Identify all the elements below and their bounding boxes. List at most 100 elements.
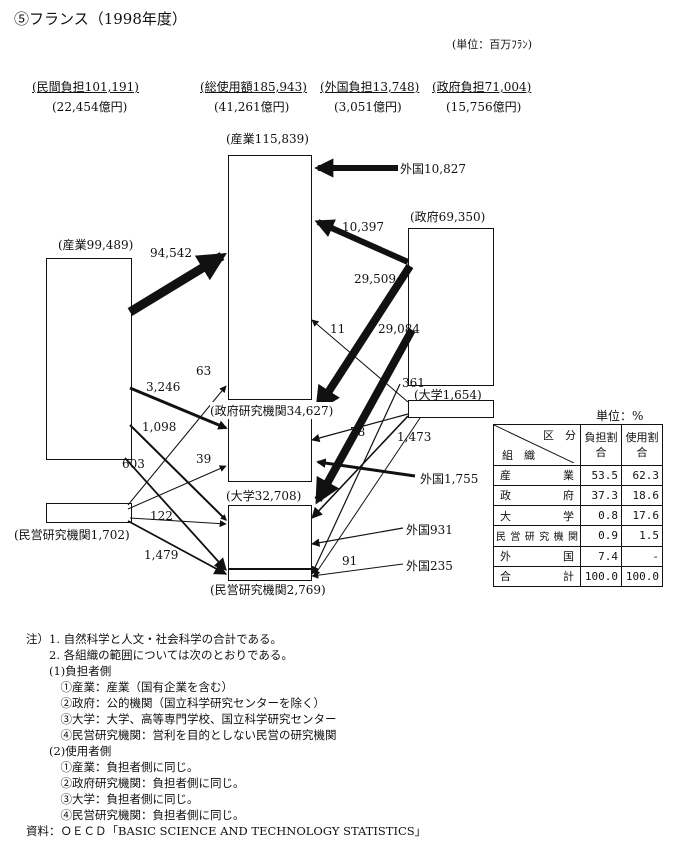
header-government-label: (政府負担71,004) — [432, 80, 532, 94]
flow-label-ind-to-ind: 94,542 — [150, 246, 192, 260]
flow-label-univ-to-univ: 1,473 — [397, 430, 432, 444]
box-industry-user — [228, 155, 312, 400]
arrow-univ-to-priv — [313, 417, 421, 577]
label-industry-user: (産業115,839) — [226, 132, 309, 146]
row-burden: 53.5 — [580, 464, 622, 486]
label-government-funder: (政府69,350) — [410, 210, 486, 224]
arrow-priv-to-ind — [127, 385, 227, 506]
box-university-user — [228, 505, 312, 569]
flow-label-ind-to-gov: 3,246 — [146, 380, 181, 394]
table-row-total: 合計 100.0 100.0 — [493, 565, 663, 588]
note-line: (2)使用者側 — [26, 744, 112, 758]
share-table: 区 分 組 織 負担割合 使用割合 産業 53.5 62.3 政府 37.3 1… — [493, 424, 663, 588]
flow-label-gov-to-univ: 29,084 — [378, 322, 420, 336]
arrow-univ-to-ind — [311, 319, 409, 403]
note-line: (1)負担者側 — [26, 664, 112, 678]
arrow-gov-to-ind — [314, 219, 410, 265]
arrow-gov-to-univ — [314, 328, 416, 505]
table-row: 政府 37.3 18.6 — [493, 484, 663, 507]
box-industry-funder — [46, 258, 132, 460]
flow-label-univ-to-priv: 91 — [342, 554, 358, 568]
corner-header-top: 区 分 — [543, 429, 576, 442]
arrow-univ-to-govinst — [311, 413, 409, 443]
flow-label-priv-to-priv: 1,479 — [144, 548, 179, 562]
arrow-gov-to-govinst — [314, 263, 414, 413]
label-gov-inst-user: (政府研究機関34,627) — [210, 402, 334, 419]
arrow-priv-to-univ — [129, 517, 227, 528]
box-government-funder — [408, 228, 494, 386]
row-use: 17.6 — [621, 504, 663, 527]
note-line: ②政府：公的機関（国立科学研究センターを除く） — [26, 696, 325, 710]
note-line: 注）1. 自然科学と人文・社会科学の合計である。 — [26, 632, 283, 646]
flow-label-priv-to-ind: 63 — [196, 364, 212, 378]
source-line: 資料：ＯＥＣＤ「BASIC SCIENCE AND TECHNOLOGY STA… — [26, 824, 427, 838]
label-private-inst-user: (民営研究機関2,769) — [210, 583, 326, 597]
label-industry-funder: (産業99,489) — [58, 238, 134, 252]
flow-label-priv-to-gov: 39 — [196, 452, 212, 466]
header-foreign-sub: (3,051億円) — [334, 100, 402, 114]
total-label: 合計 — [493, 565, 581, 588]
row-use: 1.5 — [621, 525, 663, 547]
row-burden: 37.3 — [580, 484, 622, 507]
arrow-ind-to-govinst — [129, 386, 228, 430]
flow-label-univ-to-gov: 78 — [350, 425, 366, 439]
row-label: 産業 — [493, 464, 581, 486]
box-university-funder — [408, 400, 494, 418]
row-use: 18.6 — [621, 484, 663, 507]
header-private-sub: (22,454億円) — [52, 100, 128, 114]
header-private-label: (民間負担101,191) — [32, 80, 139, 94]
header-total-label: (総使用額185,943) — [200, 80, 307, 94]
unit-label: (単位：百万ﾌﾗﾝ) — [452, 38, 533, 51]
arrow-ind-to-univ — [129, 424, 227, 521]
page-title: ⑤フランス（1998年度） — [14, 10, 187, 28]
share-table-unit: 単位：% — [596, 409, 644, 423]
row-label: 民営研究機関 — [493, 525, 581, 547]
corner-header-bottom: 組 織 — [502, 448, 535, 462]
notes: 注）1. 自然科学と人文・社会科学の合計である。 2. 各組織の範囲については次… — [26, 631, 426, 839]
header-government-sub: (15,756億円) — [446, 100, 522, 114]
table-row: 大学 0.8 17.6 — [493, 504, 663, 527]
table-row: 民営研究機関 0.9 1.5 — [493, 525, 663, 547]
arrow-priv-to-govinst — [127, 465, 227, 510]
flow-label-priv-to-univ: 122 — [150, 509, 173, 523]
row-label: 大学 — [493, 504, 581, 527]
note-line: ③大学：大学、高等専門学校、国立科学研究センター — [26, 712, 337, 726]
note-line: ④民営研究機関：負担者側に同じ。 — [26, 808, 245, 822]
box-private-inst-funder — [46, 503, 132, 523]
note-line: ①産業：負担者側に同じ。 — [26, 760, 199, 774]
label-foreign-private: 外国235 — [406, 559, 453, 573]
label-university-user: (大学32,708) — [226, 487, 302, 504]
arrow-priv-to-priv — [127, 520, 228, 575]
flow-label-govf-to-priv: 361 — [402, 376, 425, 390]
header-foreign-label: (外国負担13,748) — [320, 80, 420, 94]
arrow-ind-to-priv — [124, 457, 227, 571]
flow-label-ind-to-univ: 1,098 — [142, 420, 177, 434]
note-line: ②政府研究機関：負担者側に同じ。 — [26, 776, 245, 790]
col-burden-header: 負担割合 — [580, 424, 622, 466]
arrow-govf-to-priv — [311, 383, 401, 575]
row-burden: 0.8 — [580, 504, 622, 527]
label-university-funder: (大学1,654) — [414, 388, 482, 402]
col-use-header: 使用割合 — [621, 424, 663, 466]
flow-label-gov-to-ind: 10,397 — [342, 220, 384, 234]
total-use: 100.0 — [621, 565, 663, 588]
share-table-corner: 区 分 組 織 — [493, 424, 581, 466]
flow-label-univ-to-ind: 11 — [330, 322, 346, 336]
note-line: ①産業：産業（国有企業を含む） — [26, 680, 233, 694]
row-burden: 0.9 — [580, 525, 622, 547]
corner-diagonal — [494, 425, 574, 463]
table-row: 産業 53.5 62.3 — [493, 464, 663, 486]
flow-label-ind-to-priv: 603 — [122, 457, 145, 471]
arrow-foreign-to-priv — [311, 563, 404, 579]
total-burden: 100.0 — [580, 565, 622, 588]
flow-label-gov-to-gov: 29,509 — [354, 272, 396, 286]
label-foreign-govinst: 外国1,755 — [420, 472, 479, 486]
row-use: 62.3 — [621, 464, 663, 486]
label-foreign-industry: 外国10,827 — [400, 162, 466, 176]
label-foreign-university: 外国931 — [406, 523, 453, 537]
row-burden: 7.4 — [580, 545, 622, 567]
box-gov-inst-user — [228, 418, 312, 482]
table-row: 外国 7.4 - — [493, 545, 663, 567]
note-line: ③大学：負担者側に同じ。 — [26, 792, 199, 806]
